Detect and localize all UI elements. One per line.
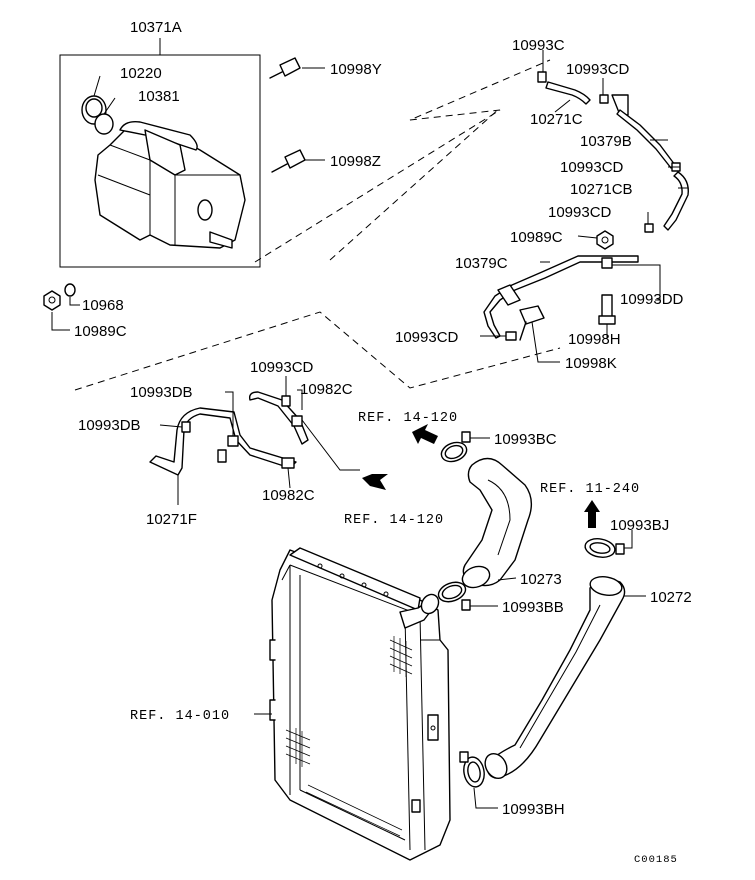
clip-10993CD-c [644,223,654,233]
clip-10993CD-d [505,331,517,341]
hose-10271F [149,407,297,476]
label-10968: 10968 [82,297,124,314]
label-10993BJ: 10993BJ [610,517,669,534]
label-10271CB: 10271CB [570,181,633,198]
washer-10968 [64,283,80,306]
label-10993CD-d: 10993CD [395,329,459,346]
pipe-bracket-b [497,284,521,306]
label-10993DB-b: 10993DB [78,417,141,434]
label-10273: 10273 [520,571,562,588]
hose-10272 [484,576,646,780]
label-ref-14-120-b: REF. 14-120 [344,513,444,528]
grouping-dashed-lines [74,59,561,391]
clamp-10993BC [440,431,490,463]
bolt-10998Y [269,57,325,79]
label-10982C-b: 10982C [262,487,315,504]
label-10989C-a: 10989C [74,323,127,340]
lower-hoses [412,424,646,809]
radiator-core-hatch [285,636,413,837]
clip-10993C [537,71,547,83]
clip-10993DB-b [227,435,239,447]
label-10998H: 10998H [568,331,621,348]
label-10993CD-b: 10993CD [560,159,624,176]
pipe-10379C [483,255,639,339]
label-10993DD: 10993DD [620,291,684,308]
ref-arrow-14-120-b [362,474,388,490]
pipe-10379B [616,109,676,169]
diagram-code: C00185 [634,854,678,866]
label-10272: 10272 [650,589,692,606]
upper-pipe-group [480,50,689,363]
clamp-10993BH [459,751,498,809]
clamp-10993BB [437,581,498,611]
reservoir-tank [94,120,246,249]
label-10993CD-c: 10993CD [548,204,612,221]
clip-10982C-a [291,415,303,427]
label-10982C-a: 10982C [300,381,353,398]
nut-10989C-b [596,230,614,250]
hose-10271CB [663,171,689,231]
nut-10989C-a [43,290,70,331]
clip-10993DB-a [181,421,191,433]
label-10993CD-e: 10993CD [250,359,314,376]
ref-arrow-11-240 [584,500,600,528]
clip-10993CD-e [281,395,291,407]
clip-10982C-b [281,457,295,469]
middle-hose-group [149,376,388,505]
hose-10271C [545,81,591,105]
clamp-10993BJ [584,530,633,558]
label-10993DB-a: 10993DB [130,384,193,401]
label-10998Z: 10998Z [330,153,381,170]
label-10989C-b: 10989C [510,229,563,246]
clamp-bracket [217,449,227,463]
label-10993C: 10993C [512,37,565,54]
label-10993CD-a: 10993CD [566,61,630,78]
bolt-10998K [519,305,560,363]
label-10993BC: 10993BC [494,431,557,448]
label-10993BH: 10993BH [502,801,565,818]
clip-10993CD-a [599,94,609,104]
hose-10273 [461,457,533,589]
label-10371A: 10371A [130,19,182,36]
label-ref-14-010: REF. 14-010 [130,709,230,724]
label-ref-11-240: REF. 11-240 [540,482,640,497]
label-10381: 10381 [138,88,180,105]
bolt-10998Z [271,149,325,173]
label-ref-14-120-a: REF. 14-120 [358,411,458,426]
label-10271F: 10271F [146,511,197,528]
cap-gasket [94,113,114,135]
label-10998Y: 10998Y [330,61,382,78]
label-10379B: 10379B [580,133,632,150]
label-10998K: 10998K [565,355,617,372]
label-10379C: 10379C [455,255,508,272]
clip-10993DD [601,257,613,269]
label-10220: 10220 [120,65,162,82]
bolt-10998H [598,294,616,338]
radiator [254,547,451,861]
reservoir-tank-group [43,38,325,331]
pipe-bracket [611,94,629,116]
label-10271C: 10271C [530,111,583,128]
label-10993BB: 10993BB [502,599,564,616]
ref-arrow-14-120-a [412,424,438,444]
part-labels: 10371A 10220 10381 10998Y 10998Z 10968 1… [74,19,692,866]
